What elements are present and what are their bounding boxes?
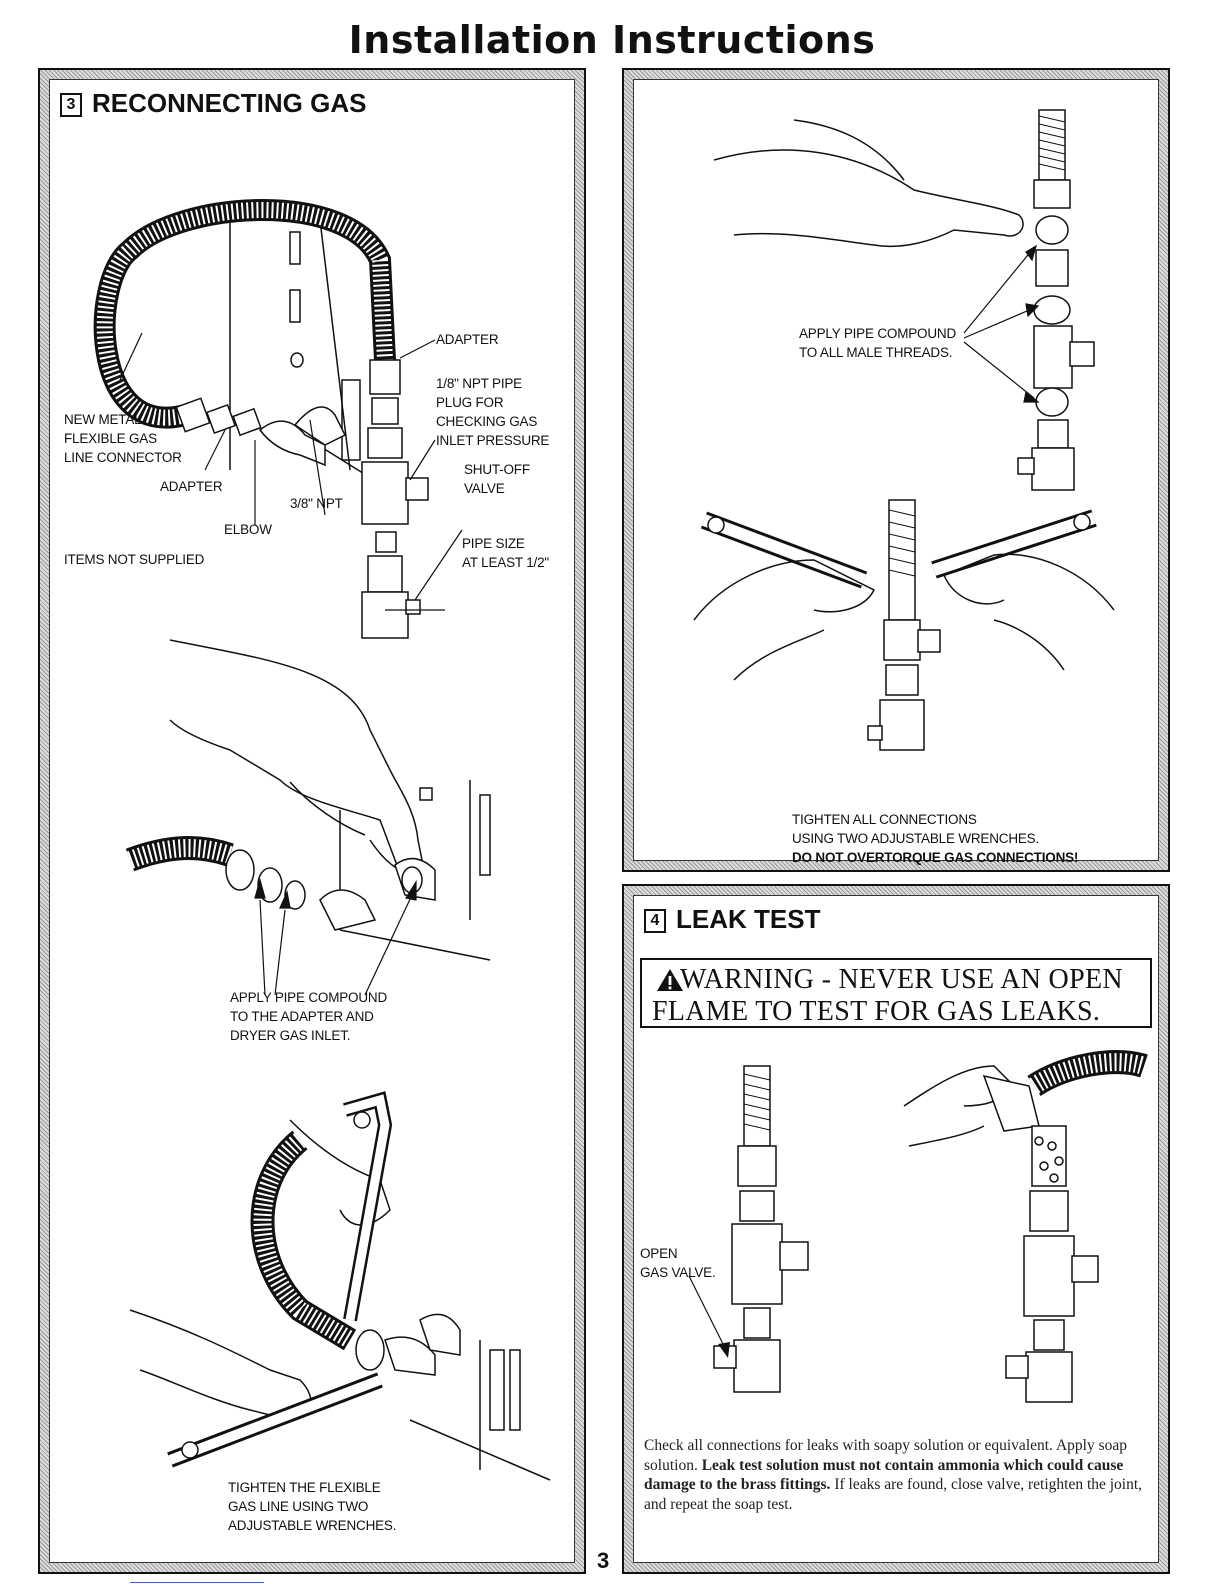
label-open-gas-valve: OPEN GAS VALVE. — [640, 1246, 716, 1280]
two-wrenches-diagram — [693, 499, 1115, 751]
flexible-hose — [93, 199, 396, 429]
leak-test-instructions: Check all connections for leaks with soa… — [644, 1437, 1143, 1513]
caption-apply-compound: APPLY PIPE COMPOUND TO THE ADAPTER AND D… — [230, 990, 387, 1043]
section-4-number: 4 — [644, 909, 666, 933]
section-3-heading: 3 RECONNECTING GAS — [60, 88, 366, 119]
gas-connector-diagram — [93, 199, 463, 639]
label-new-metal-connector: NEW METAL FLEXIBLE GAS LINE CONNECTOR — [64, 412, 182, 465]
label-npt: 3/8" NPT — [290, 496, 343, 511]
label-adapter-left: ADAPTER — [160, 479, 223, 494]
gas-leak-warning: WARNING - NEVER USE AN OPEN FLAME TO TES… — [640, 958, 1152, 1028]
section-4-heading: 4 LEAK TEST — [644, 904, 820, 935]
male-threads-diagram — [713, 109, 1095, 491]
label-items-not-supplied: ITEMS NOT SUPPLIED — [64, 552, 205, 567]
warning-overtorque: DO NOT OVERTORQUE GAS CONNECTIONS! — [792, 850, 1079, 865]
label-elbow: ELBOW — [224, 522, 272, 537]
section-3-number: 3 — [60, 93, 82, 117]
connections-content: APPLY PIPE COMPOUND TO ALL MALE THREADS. — [633, 79, 1159, 865]
page-title: Installation Instructions — [348, 18, 876, 62]
section-4-title: LEAK TEST — [676, 904, 821, 934]
page-number: 3 — [597, 1548, 610, 1573]
warning-line-1: WARNING - NEVER USE AN OPEN — [652, 964, 1140, 996]
label-adapter-top: ADAPTER — [436, 332, 499, 347]
section-4-content: 4 LEAK TEST WARNING - NEVER USE AN OPEN F… — [633, 895, 1159, 1563]
label-shutoff-valve: SHUT-OFF VALVE — [464, 462, 530, 496]
caption-tighten-flexible: TIGHTEN THE FLEXIBLE GAS LINE USING TWO … — [228, 1480, 397, 1533]
section-4-panel: 4 LEAK TEST WARNING - NEVER USE AN OPEN F… — [622, 884, 1170, 1574]
connections-panel: APPLY PIPE COMPOUND TO ALL MALE THREADS. — [622, 68, 1170, 872]
caption-male-threads: APPLY PIPE COMPOUND TO ALL MALE THREADS. — [799, 326, 956, 360]
label-pipe-plug: 1/8" NPT PIPE PLUG FOR CHECKING GAS INLE… — [436, 376, 550, 448]
warning-line-2: FLAME TO TEST FOR GAS LEAKS. — [652, 996, 1101, 1027]
label-pipe-size: PIPE SIZE AT LEAST 1/2" — [462, 536, 549, 570]
section-3-panel: 3 RECONNECTING GAS — [38, 68, 586, 1574]
warning-triangle-icon — [657, 969, 683, 991]
bottom-link-underline — [130, 1582, 264, 1583]
leak-test-illustration — [688, 1050, 1148, 1403]
tighten-wrenches-illustration — [129, 1091, 551, 1481]
section-3-title: RECONNECTING GAS — [92, 88, 367, 118]
section-3-content: 3 RECONNECTING GAS — [49, 79, 575, 1563]
apply-compound-illustration — [125, 639, 491, 996]
ammonia-warning: Leak test solution must not contain ammo… — [644, 1456, 1124, 1494]
caption-tighten-connections: TIGHTEN ALL CONNECTIONS USING TWO ADJUST… — [792, 812, 1079, 865]
